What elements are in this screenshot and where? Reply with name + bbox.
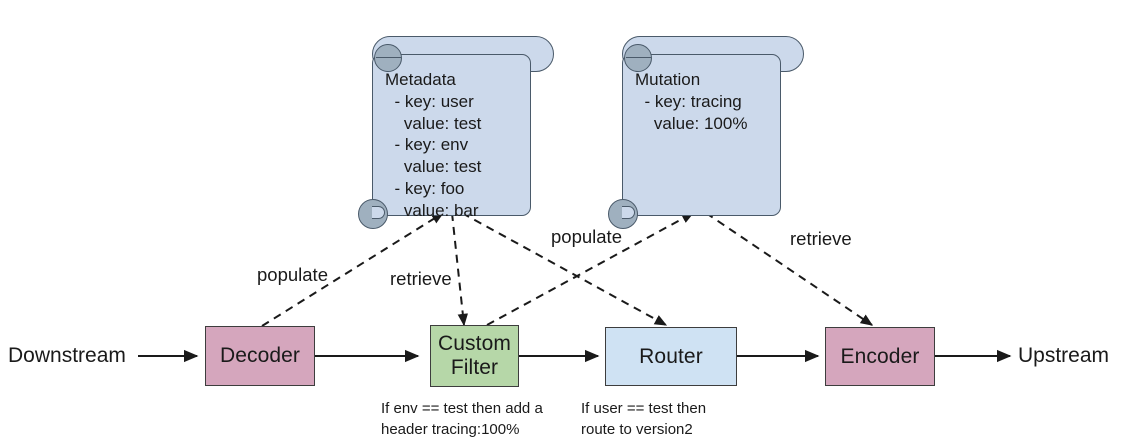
wire-metadata-retrieve-customfilter: [451, 212, 468, 327]
edge-label-retrieve-mutation: retrieve: [790, 228, 852, 249]
caption-custom-filter: If env == test then add a header tracing…: [381, 400, 543, 438]
caption-router: If user == test then route to version2: [581, 400, 707, 438]
node-encoder-label: Encoder: [840, 344, 920, 368]
scroll-mutation-text: Mutation - key: tracing value: 100%: [635, 70, 748, 133]
node-router[interactable]: Router: [605, 327, 737, 386]
scroll-curl-icon: [358, 199, 388, 229]
node-encoder[interactable]: Encoder: [825, 327, 935, 386]
node-decoder[interactable]: Decoder: [205, 326, 315, 386]
node-custom-filter-label: Custom Filter: [438, 332, 511, 379]
scroll-metadata-body: [372, 54, 531, 216]
edge-label-retrieve-metadata: retrieve: [390, 268, 452, 289]
scroll-mutation-body: [622, 54, 781, 216]
node-decoder-label: Decoder: [219, 344, 301, 368]
edge-label-populate-mutation: populate: [551, 226, 622, 247]
node-router-label: Router: [639, 344, 703, 368]
scroll-metadata-text: Metadata - key: user value: test - key: …: [385, 70, 482, 220]
edge-label-populate-metadata: populate: [257, 264, 328, 285]
scroll-mutation[interactable]: Mutation - key: tracing value: 100%: [608, 36, 804, 229]
scroll-curl-icon: [374, 44, 402, 72]
endpoint-upstream: Upstream: [1018, 344, 1110, 367]
node-custom-filter[interactable]: Custom Filter: [430, 325, 519, 387]
scroll-curl-icon: [624, 44, 652, 72]
scroll-curl-icon: [608, 199, 638, 229]
scroll-metadata[interactable]: Metadata - key: user value: test - key: …: [358, 36, 554, 229]
endpoint-downstream: Downstream: [8, 344, 126, 367]
